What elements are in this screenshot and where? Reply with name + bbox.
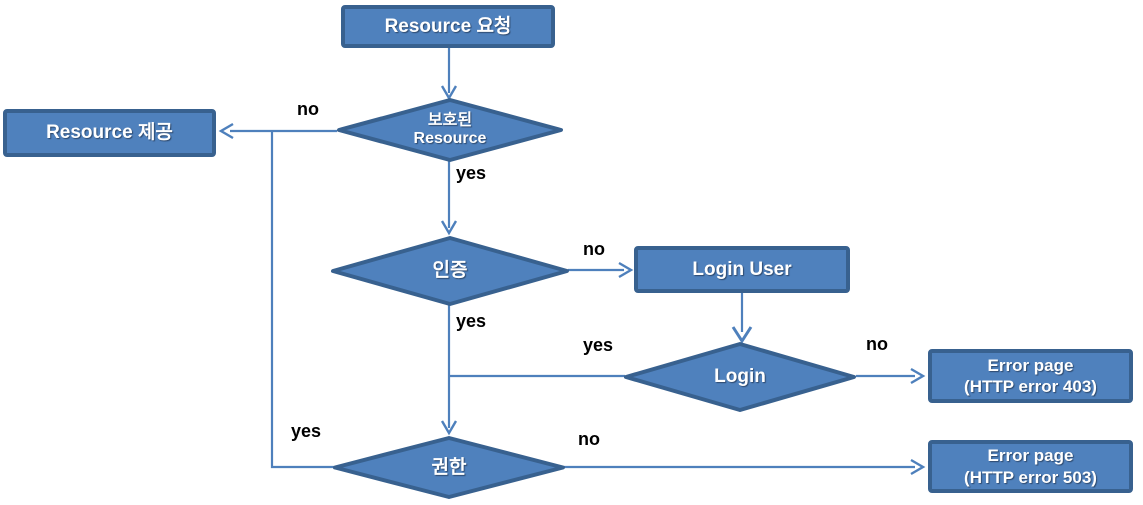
node-protected-resource-line1: 보호된: [427, 111, 473, 129]
node-error-503-line1: Error page: [987, 446, 1074, 466]
edge-label-permission-no: no: [578, 429, 600, 449]
node-login-user: Login User: [634, 246, 850, 293]
node-permission-label: 권한: [431, 456, 467, 478]
edge-label-protected-no: no: [297, 99, 319, 119]
arrowhead-right-icon: [910, 458, 926, 476]
edge-label-protected-yes: yes: [456, 163, 487, 183]
edge-label-auth-yes: yes: [456, 311, 487, 331]
diamond-shape: [337, 98, 563, 162]
node-error-403: Error page (HTTP error 403): [928, 349, 1133, 403]
node-resource-request: Resource 요청: [341, 5, 555, 48]
arrowhead-right-icon: [618, 261, 634, 279]
arrowhead-down-icon: [440, 220, 458, 236]
edge-label-permission-yes: yes: [291, 421, 322, 441]
node-error-403-line2: (HTTP error 403): [964, 377, 1097, 396]
node-resource-provide: Resource 제공: [3, 109, 216, 157]
arrowhead-down-icon: [440, 420, 458, 436]
node-login-user-label: Login User: [692, 258, 792, 280]
node-error-403-line1: Error page: [987, 355, 1074, 375]
node-login: Login: [623, 342, 857, 412]
arrowhead-down-icon: [731, 326, 753, 344]
node-protected-resource: 보호된 Resource: [336, 98, 564, 162]
node-auth: 인증: [330, 236, 570, 306]
diamond-shape: [624, 342, 856, 412]
node-error-503-line2: (HTTP error 503): [964, 467, 1097, 487]
node-auth-label: 인증: [432, 260, 468, 282]
node-error-503: Error page (HTTP error 503): [928, 440, 1133, 493]
diamond-shape: [331, 236, 569, 306]
node-permission: 권한: [332, 436, 566, 499]
arrowhead-right-icon: [910, 367, 926, 385]
arrowhead-left-icon: [218, 122, 234, 140]
node-login-label: Login: [714, 366, 766, 388]
edge-label-auth-no: no: [583, 239, 605, 259]
node-resource-provide-label: Resource 제공: [46, 122, 173, 144]
connector-permission-yes-return: [270, 131, 334, 469]
diamond-shape: [333, 436, 565, 499]
arrowhead-down-icon: [440, 85, 458, 101]
edge-label-login-no: no: [866, 334, 888, 354]
node-protected-resource-line2: Resource: [413, 130, 487, 147]
edge-label-login-yes: yes: [583, 335, 614, 355]
node-resource-request-label: Resource 요청: [384, 15, 512, 37]
